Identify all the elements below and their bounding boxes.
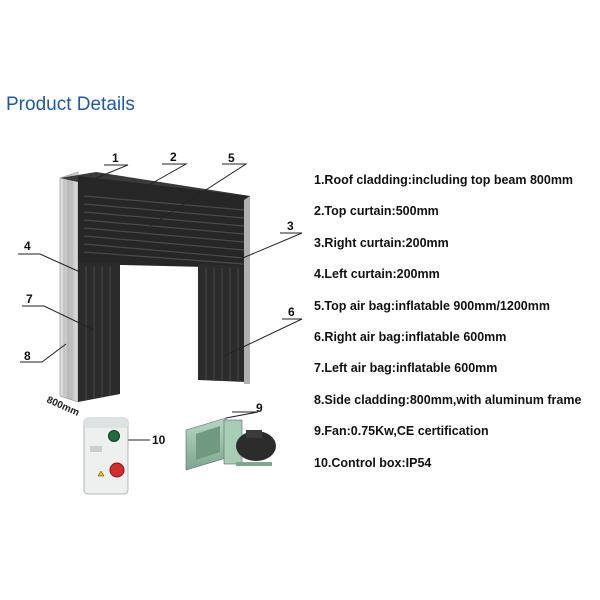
callout-leaders: [18, 163, 303, 441]
page-title: Product Details: [6, 94, 135, 115]
callout-8: 8: [24, 349, 31, 363]
product-diagram: 1 2 5 3 4 6 7 8 9 10 800mm: [18, 150, 303, 495]
red-button-icon: [109, 462, 125, 478]
callout-1: 1: [112, 151, 119, 165]
dock-shelter-illustration: [59, 171, 250, 403]
spec-item: 10.Control box:IP54: [314, 455, 432, 470]
spec-item: 5.Top air bag:inflatable 900mm/1200mm: [314, 298, 550, 313]
spec-item: 9.Fan:0.75Kw,CE certification: [314, 424, 489, 439]
top-curtain: [83, 195, 245, 265]
control-box-illustration: [83, 417, 129, 495]
callout-3: 3: [287, 219, 294, 233]
spec-item: 7.Left air bag:inflatable 600mm: [314, 361, 498, 376]
spec-item: 6.Right air bag:inflatable 600mm: [314, 329, 507, 344]
left-curtain: [78, 262, 120, 402]
callout-9: 9: [256, 401, 263, 415]
callout-4: 4: [24, 239, 31, 253]
spec-item: 2.Top curtain:500mm: [314, 204, 439, 219]
callout-6: 6: [288, 305, 295, 319]
callout-5: 5: [228, 151, 235, 165]
warning-triangle-icon: [97, 470, 105, 477]
spec-item: 8.Side cladding:800mm,with aluminum fram…: [314, 392, 582, 407]
side-cladding: [59, 171, 79, 403]
spec-item: 1.Roof cladding:including top beam 800mm: [314, 173, 574, 187]
spec-item: 4.Left curtain:200mm: [314, 267, 440, 282]
fan-illustration: [185, 417, 276, 471]
right-frame-edge: [244, 196, 250, 384]
spec-item: 3.Right curtain:200mm: [314, 235, 449, 250]
callout-2: 2: [170, 150, 177, 164]
right-curtain: [198, 264, 248, 382]
callout-10: 10: [152, 433, 166, 447]
green-button-icon: [108, 430, 120, 442]
callout-7: 7: [26, 292, 33, 306]
spec-list: 1.Roof cladding:including top beam 800mm…: [314, 170, 581, 484]
